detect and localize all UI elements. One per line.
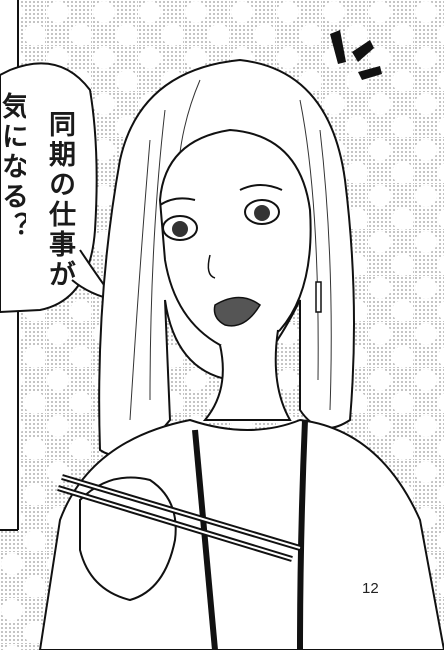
neck: [202, 329, 292, 421]
speech-bubble-text: 同期の仕事が: [44, 110, 75, 290]
earring: [315, 281, 322, 313]
hand: [79, 476, 177, 602]
face: [158, 128, 312, 349]
surprise-marks: [330, 30, 382, 80]
lanyard: [192, 429, 218, 650]
mouth: [213, 296, 261, 327]
speech-bubble: [0, 62, 98, 314]
speech-bubble-partial-text: 気になる？: [2, 92, 26, 242]
page-number: 12: [362, 580, 379, 597]
